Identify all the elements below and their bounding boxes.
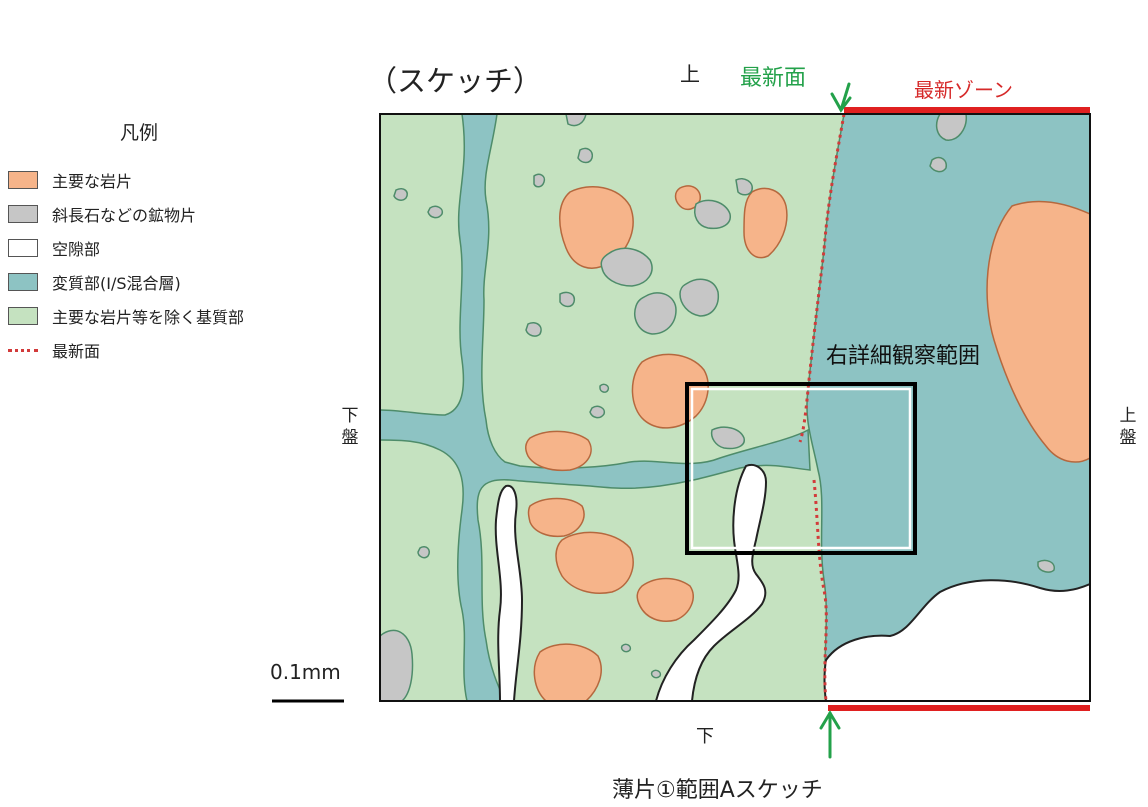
rock-fragment [555, 531, 634, 594]
alteration-vein-left [380, 114, 811, 701]
legend-label-matrix: 主要な岩片等を除く基質部 [52, 308, 245, 327]
mineral-fragment [634, 292, 677, 335]
arrow-down-icon [830, 82, 852, 113]
rock-fragment [527, 497, 585, 538]
mineral-fragment [620, 643, 632, 653]
scale-label: 0.1mm [270, 660, 341, 684]
mineral-fragment [380, 629, 414, 701]
legend-label-rock: 主要な岩片 [52, 172, 133, 191]
mineral-fragment [694, 199, 731, 230]
newest-face-swatch [8, 348, 38, 352]
mineral-fragment [559, 291, 576, 308]
legend-item-alteration: 変質部(I/S混合層) [8, 265, 244, 299]
void-swatch [8, 239, 38, 257]
mineral-fragment [650, 669, 662, 679]
newest-zone-bar-bottom [828, 705, 1090, 711]
sketch-label: （スケッチ） [368, 64, 543, 98]
detail-area-label: 右詳細観察範囲 [826, 344, 981, 369]
mineral-fragment [710, 426, 745, 450]
rock-fragment [636, 577, 694, 622]
orientation-top: 上 [680, 62, 700, 86]
legend-item-matrix: 主要な岩片等を除く基質部 [8, 299, 244, 333]
legend-item-mineral: 斜長石などの鉱物片 [8, 197, 244, 231]
legend-label-alteration: 変質部(I/S混合層) [52, 274, 181, 293]
legend-item-newest-face: 最新面 [8, 333, 244, 367]
rock-fragment [631, 353, 709, 429]
newest-face-label: 最新面 [740, 66, 807, 91]
detail-box-outer [685, 382, 917, 555]
mineral-fragment [577, 147, 594, 164]
legend-label-mineral: 斜長石などの鉱物片 [52, 206, 197, 225]
void-area [494, 484, 524, 701]
rock-fragment [743, 187, 788, 259]
mineral-fragment [679, 278, 720, 317]
legend-label-void: 空隙部 [52, 240, 101, 259]
rock-fragment [533, 643, 602, 701]
mineral-swatch [8, 205, 38, 223]
matrix-swatch [8, 307, 38, 325]
sketch-frame [379, 113, 1091, 702]
mineral-fragment [600, 247, 653, 287]
mineral-fragment [589, 405, 606, 419]
legend-item-void: 空隙部 [8, 231, 244, 265]
rock-fragment [674, 185, 701, 211]
rock-fragment [525, 430, 592, 472]
orientation-bottom: 下 [696, 726, 714, 747]
newest-face-line [812, 479, 828, 701]
legend: 主要な岩片 斜長石などの鉱物片 空隙部 変質部(I/S混合層) 主要な岩片等を除… [8, 163, 244, 367]
mineral-fragment [393, 187, 408, 201]
mineral-fragment [929, 156, 948, 173]
mineral-fragment [1037, 559, 1055, 573]
void-area [654, 464, 768, 701]
orientation-right: 上盤 [1119, 406, 1137, 448]
detail-box-inner [690, 387, 912, 550]
mineral-fragment [525, 322, 542, 337]
mineral-fragment [533, 173, 546, 188]
caption: 薄片①範囲Aスケッチ [612, 778, 823, 803]
mineral-fragment [735, 178, 753, 196]
mineral-fragment [935, 114, 967, 141]
mineral-fragment [599, 383, 610, 393]
newest-zone-label: 最新ゾーン [914, 78, 1013, 102]
mineral-fragment [427, 205, 444, 219]
legend-label-newest-face: 最新面 [52, 342, 101, 361]
rock-fragment [986, 200, 1090, 463]
legend-item-rock: 主要な岩片 [8, 163, 244, 197]
mineral-fragment [417, 545, 431, 559]
arrow-up-icon [819, 710, 841, 759]
orientation-left: 下盤 [341, 406, 359, 448]
alteration-swatch [8, 273, 38, 291]
newest-zone-bar-top [844, 107, 1090, 113]
rock-swatch [8, 171, 38, 189]
legend-title: 凡例 [120, 122, 159, 144]
